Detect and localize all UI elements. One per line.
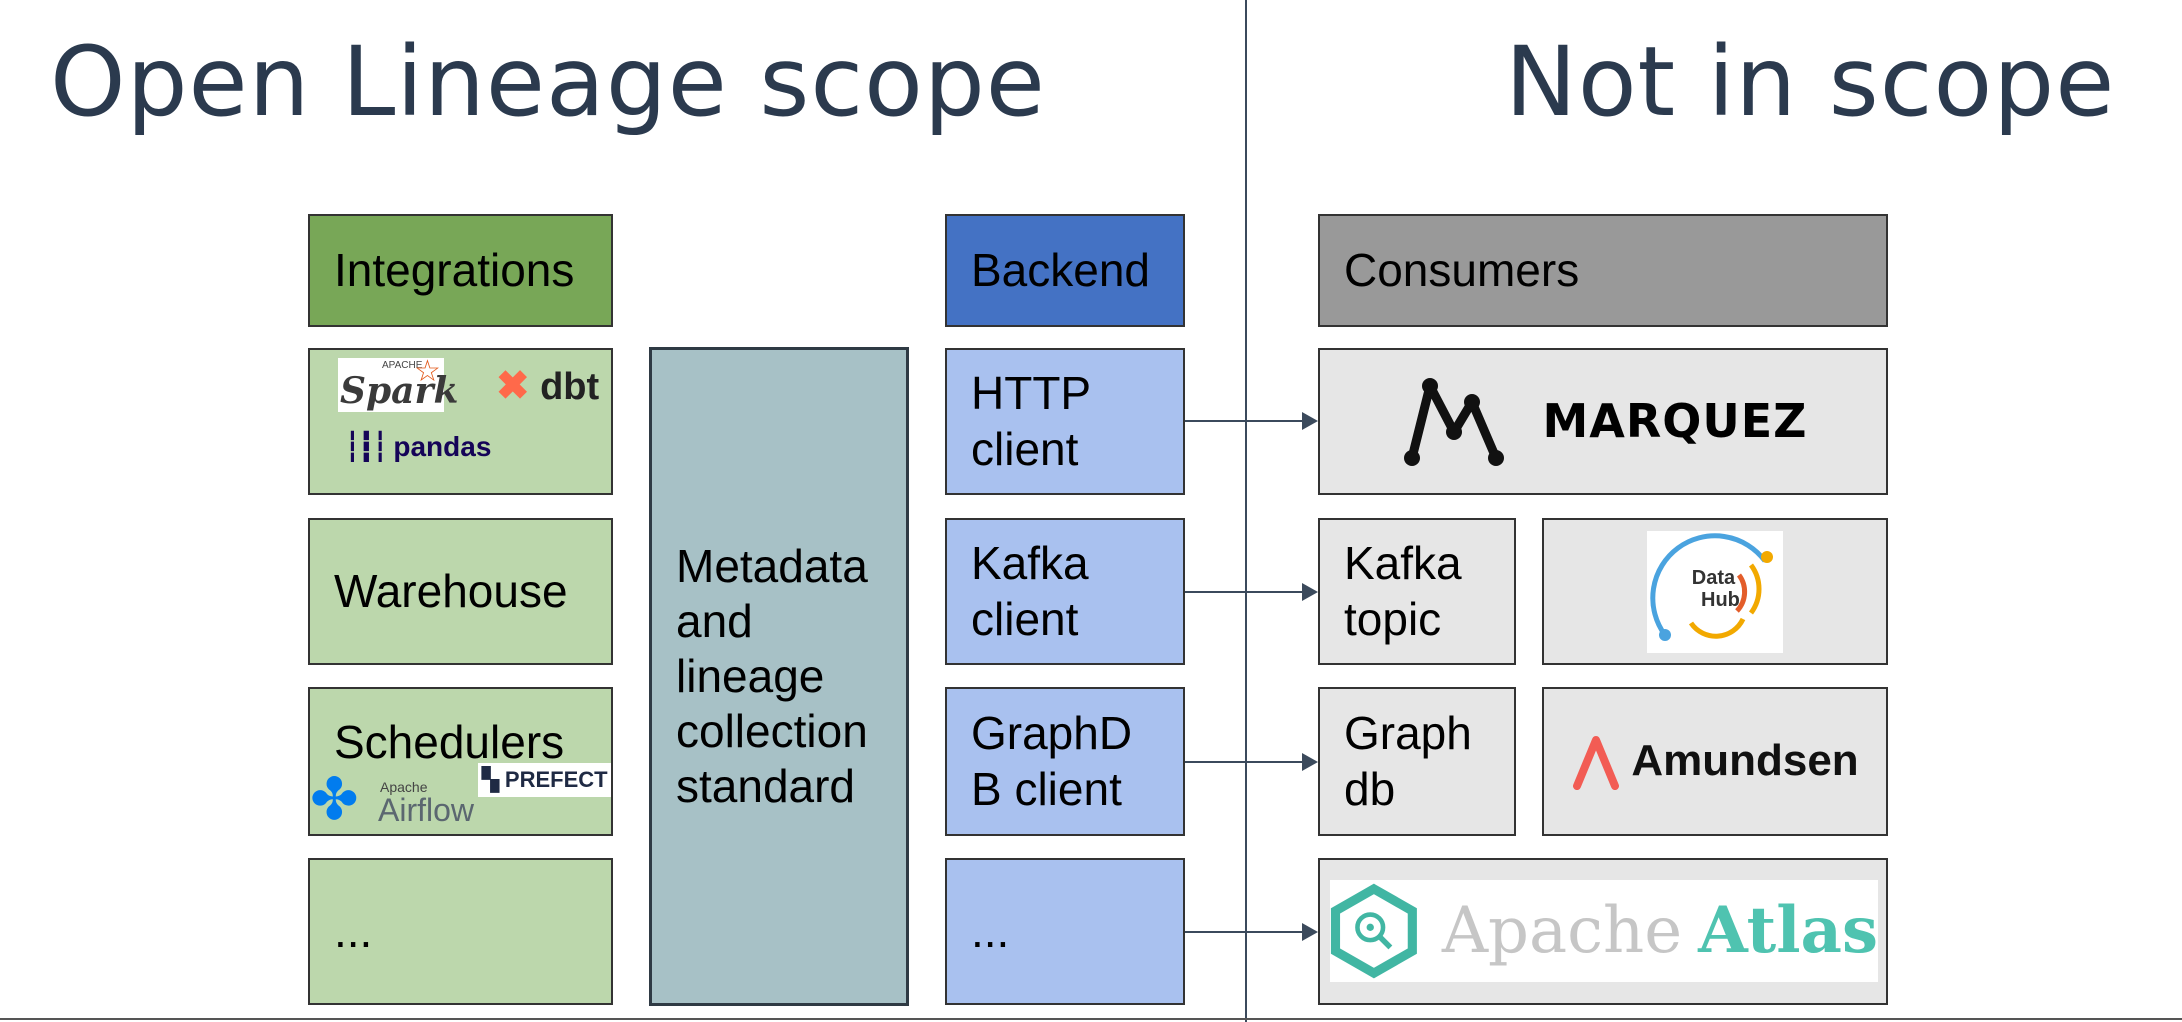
scope-divider bbox=[1245, 0, 1247, 1022]
marquez-box: MARQUEZ bbox=[1318, 348, 1888, 495]
atlas-logo: Apache Atlas bbox=[1330, 880, 1878, 982]
backend-header-label: Backend bbox=[971, 243, 1151, 296]
datahub-rings-icon bbox=[1650, 532, 1773, 641]
spark-logo-text: Spark bbox=[340, 370, 459, 412]
integrations-header: Integrations bbox=[308, 214, 613, 327]
graph-db-box: Graph db bbox=[1318, 687, 1516, 836]
dbt-logo-text: dbt bbox=[540, 366, 600, 408]
kafka-topic-line-1: Kafka bbox=[1344, 537, 1462, 590]
prefect-logo-text: PREFECT bbox=[504, 767, 608, 792]
graph-db-line-1: Graph bbox=[1344, 707, 1472, 760]
atlas-box: Apache Atlas bbox=[1318, 858, 1888, 1005]
datahub-box: Data Hub bbox=[1542, 518, 1888, 665]
atlas-logo-atlas: Atlas bbox=[1698, 892, 1878, 968]
amundsen-box: Amundsen bbox=[1542, 687, 1888, 836]
graphdb-client-line-2: B client bbox=[971, 762, 1122, 815]
arrow-graphdb-to-graphdb bbox=[1185, 753, 1318, 771]
kafka-client-box: Kafka client bbox=[945, 518, 1185, 665]
left-title: Open Lineage scope bbox=[50, 26, 1046, 138]
datahub-logo-text-2: Hub bbox=[1701, 588, 1740, 611]
graph-db-line-2: db bbox=[1344, 762, 1396, 815]
prefect-icon: ▚ bbox=[482, 767, 499, 792]
http-client-line-1: HTTP bbox=[971, 367, 1092, 420]
dbt-icon: ✖ bbox=[496, 364, 530, 408]
bottom-line bbox=[0, 1018, 2182, 1020]
warehouse-label: Warehouse bbox=[334, 564, 568, 617]
metadata-line-4: collection bbox=[676, 705, 868, 757]
airflow-logo-text: Airflow bbox=[378, 792, 475, 828]
consumers-header: Consumers bbox=[1318, 214, 1888, 327]
warehouse-box: Warehouse bbox=[308, 518, 613, 665]
integrations-more-label: ... bbox=[334, 904, 373, 957]
amundsen-logo-text: Amundsen bbox=[1631, 736, 1859, 786]
datahub-logo-text-1: Data bbox=[1691, 566, 1736, 589]
metadata-line-2: and bbox=[676, 595, 753, 647]
pandas-logo-text: pandas bbox=[393, 431, 492, 462]
metadata-line-3: lineage bbox=[676, 650, 825, 702]
spark-logo: APACHE Spark ☆ bbox=[338, 355, 458, 412]
consumers-header-label: Consumers bbox=[1344, 243, 1580, 296]
marquez-logo-icon bbox=[1404, 377, 1505, 466]
pandas-logo: ┆┇┆ pandas bbox=[344, 430, 491, 464]
graphdb-client-line-1: GraphD bbox=[971, 707, 1133, 760]
schedulers-box: Schedulers ✤ Apache Airflow ▚PREFECT bbox=[308, 687, 613, 836]
kafka-topic-box: Kafka topic bbox=[1318, 518, 1516, 665]
backend-more-box: ... bbox=[945, 858, 1185, 1005]
integrations-logos-box: APACHE Spark ☆ ✖ dbt ┆┇┆ pandas bbox=[308, 348, 613, 495]
schedulers-label: Schedulers bbox=[334, 716, 565, 768]
graphdb-client-box: GraphD B client bbox=[945, 687, 1185, 836]
spark-star-icon: ☆ bbox=[414, 355, 441, 388]
integrations-header-label: Integrations bbox=[334, 243, 575, 296]
kafka-topic-line-2: topic bbox=[1344, 592, 1442, 645]
integrations-more-box: ... bbox=[308, 858, 613, 1005]
spark-logo-top: APACHE bbox=[382, 360, 423, 371]
dbt-logo: ✖ dbt bbox=[496, 362, 599, 411]
metadata-line-1: Metadata bbox=[676, 540, 868, 592]
datahub-logo: Data Hub bbox=[1647, 530, 1783, 653]
airflow-logo-top: Apache bbox=[380, 779, 428, 795]
http-client-box: HTTP client bbox=[945, 348, 1185, 495]
prefect-logo: ▚PREFECT bbox=[478, 763, 611, 797]
metadata-standard-box: Metadata and lineage collection standard bbox=[649, 347, 909, 1006]
kafka-client-line-1: Kafka bbox=[971, 537, 1089, 590]
right-title: Not in scope bbox=[1505, 26, 2116, 138]
backend-more-label: ... bbox=[971, 904, 1010, 957]
pandas-icon: ┆┇┆ bbox=[344, 431, 389, 462]
marquez-logo-text: MARQUEZ bbox=[1542, 393, 1808, 448]
arrow-kafka-to-topic bbox=[1185, 583, 1318, 601]
atlas-hexagon-icon bbox=[1330, 883, 1417, 979]
backend-header: Backend bbox=[945, 214, 1185, 327]
atlas-logo-apache: Apache bbox=[1441, 893, 1683, 968]
http-client-line-2: client bbox=[971, 422, 1079, 475]
kafka-client-line-2: client bbox=[971, 592, 1079, 645]
metadata-line-5: standard bbox=[676, 760, 856, 812]
amundsen-logo-icon bbox=[1573, 735, 1620, 790]
arrow-more-to-atlas bbox=[1185, 923, 1318, 941]
airflow-pinwheel-icon: ✤ bbox=[310, 767, 359, 832]
arrow-http-to-marquez bbox=[1185, 412, 1318, 430]
